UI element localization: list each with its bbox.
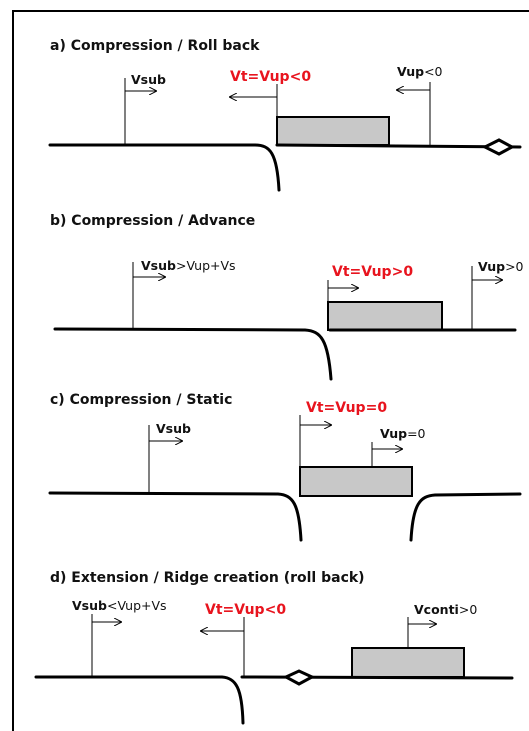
panel-a-vt-label: Vt=Vup<0 [230, 69, 311, 85]
panel-c-plate [299, 466, 413, 497]
panel-d-vt-label: Vt=Vup<0 [205, 602, 286, 618]
panel-b-subducting-slab [53, 327, 333, 381]
panel-b-plate [327, 301, 443, 331]
panel-a-overriding-plate [275, 143, 522, 149]
panel-a: a) Compression / Roll back Vsub Vt=Vup<0… [48, 38, 522, 192]
panel-c-vsub-label: Vsub [156, 421, 191, 436]
panel-b: b) Compression / Advance Vsub>Vup+Vs Vt=… [50, 213, 524, 381]
figure-frame [12, 10, 529, 731]
panel-d-title: d) Extension / Ridge creation (roll back… [50, 570, 365, 586]
panel-d-subducting-slab [34, 675, 245, 725]
panel-c: c) Compression / Static Vsub Vt=Vup=0 Vu… [48, 392, 522, 542]
panel-b-vup-label: Vup>0 [478, 259, 524, 274]
panel-d-diamond-icon [282, 669, 316, 686]
panel-c-left-slab [48, 491, 303, 542]
panel-a-diamond-icon [481, 138, 516, 156]
panel-a-subducting-slab [48, 143, 281, 192]
panel-d-vconti-label: Vconti>0 [414, 602, 477, 617]
panel-b-vt-label: Vt=Vup>0 [332, 264, 413, 280]
panel-c-title: c) Compression / Static [50, 392, 232, 408]
panel-d-vsub-label: Vsub<Vup+Vs [72, 598, 167, 613]
panel-d: d) Extension / Ridge creation (roll back… [34, 570, 514, 725]
panel-a-plate [276, 116, 390, 146]
panel-a-vsub-label: Vsub [131, 72, 166, 87]
panel-a-title: a) Compression / Roll back [50, 38, 260, 54]
panel-c-right-slab [409, 492, 522, 542]
panel-a-vup-label: Vup<0 [397, 64, 443, 79]
panel-d-plate [351, 647, 465, 678]
panel-d-overriding-plate [240, 675, 514, 680]
panel-b-title: b) Compression / Advance [50, 213, 255, 229]
panel-c-vup-label: Vup=0 [380, 426, 426, 441]
panel-b-vsub-label: Vsub>Vup+Vs [141, 258, 236, 273]
panel-c-vt-label: Vt=Vup=0 [306, 400, 387, 416]
